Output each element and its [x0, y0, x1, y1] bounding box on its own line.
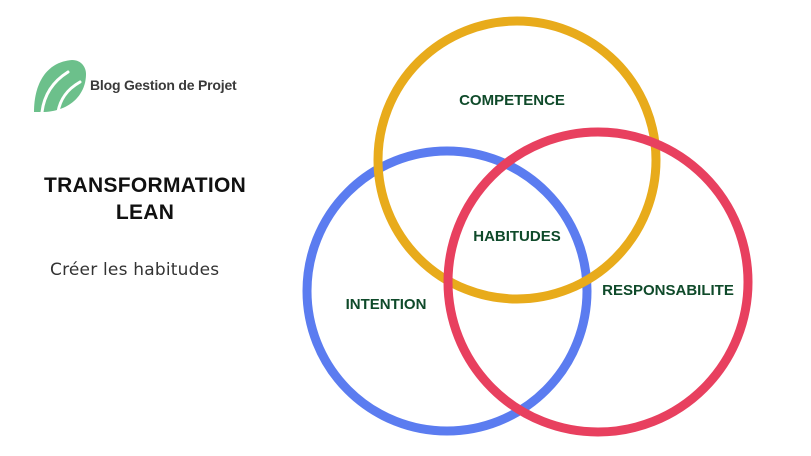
circle-responsabilite [443, 127, 753, 437]
title-line-1: TRANSFORMATION [43, 174, 247, 197]
page-subtitle: Créer les habitudes [50, 260, 220, 280]
circle-competence [373, 16, 661, 304]
label-competence: COMPETENCE [459, 92, 565, 109]
leaf-logo-icon [34, 60, 86, 114]
label-habitudes: HABITUDES [473, 228, 561, 245]
brand-logo: Blog Gestion de Projet [28, 56, 237, 114]
circle-intention [302, 146, 592, 436]
brand-name: Blog Gestion de Projet [90, 77, 237, 93]
page-title: TRANSFORMATION LEAN [20, 172, 270, 226]
title-line-2: LEAN [115, 201, 175, 224]
label-intention: INTENTION [346, 296, 427, 313]
logo-leaf-shape [34, 60, 86, 112]
label-responsabilite: RESPONSABILITE [602, 282, 734, 299]
